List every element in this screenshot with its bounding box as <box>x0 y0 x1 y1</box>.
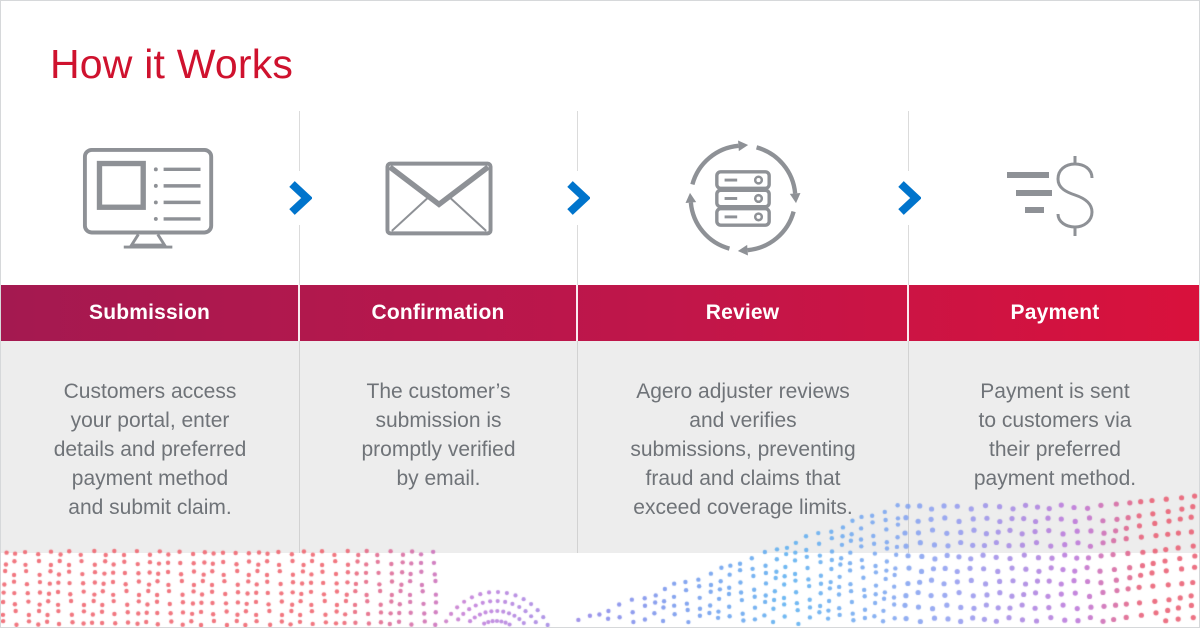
chevron-right-icon <box>282 171 318 225</box>
chevron-right-icon <box>891 171 927 225</box>
fast-payment-icon <box>1003 152 1108 244</box>
step-description-submission: Customers access your portal, enter deta… <box>53 380 247 519</box>
step-description-confirmation: The customer’s submission is promptly ve… <box>361 380 516 490</box>
step-label-payment: Payment <box>1010 301 1100 324</box>
envelope-icon <box>384 161 493 236</box>
step-label-submission: Submission <box>88 301 211 324</box>
step-label-confirmation: Confirmation <box>371 301 505 324</box>
step-column-submission: Submission Customers access your portal,… <box>1 111 300 553</box>
step-column-payment: Payment Payment is sent to customers via… <box>909 111 1199 553</box>
steps-header-bar <box>1 285 1199 341</box>
server-sync-icon <box>680 135 806 261</box>
step-label-review: Review <box>705 301 780 324</box>
step-column-review: Review Agero adjuster reviews and verifi… <box>578 111 909 553</box>
page-title: How it Works <box>50 41 294 87</box>
steps-grid: Submission Customers access your portal,… <box>1 111 1199 553</box>
chevron-right-icon <box>560 171 596 225</box>
step-description-payment: Payment is sent to customers via their p… <box>973 380 1137 490</box>
step-column-confirmation: Confirmation The customer’s submission i… <box>300 111 578 553</box>
portal-monitor-icon <box>82 147 218 250</box>
step-description-review: Agero adjuster reviews and verifies subm… <box>630 380 856 519</box>
